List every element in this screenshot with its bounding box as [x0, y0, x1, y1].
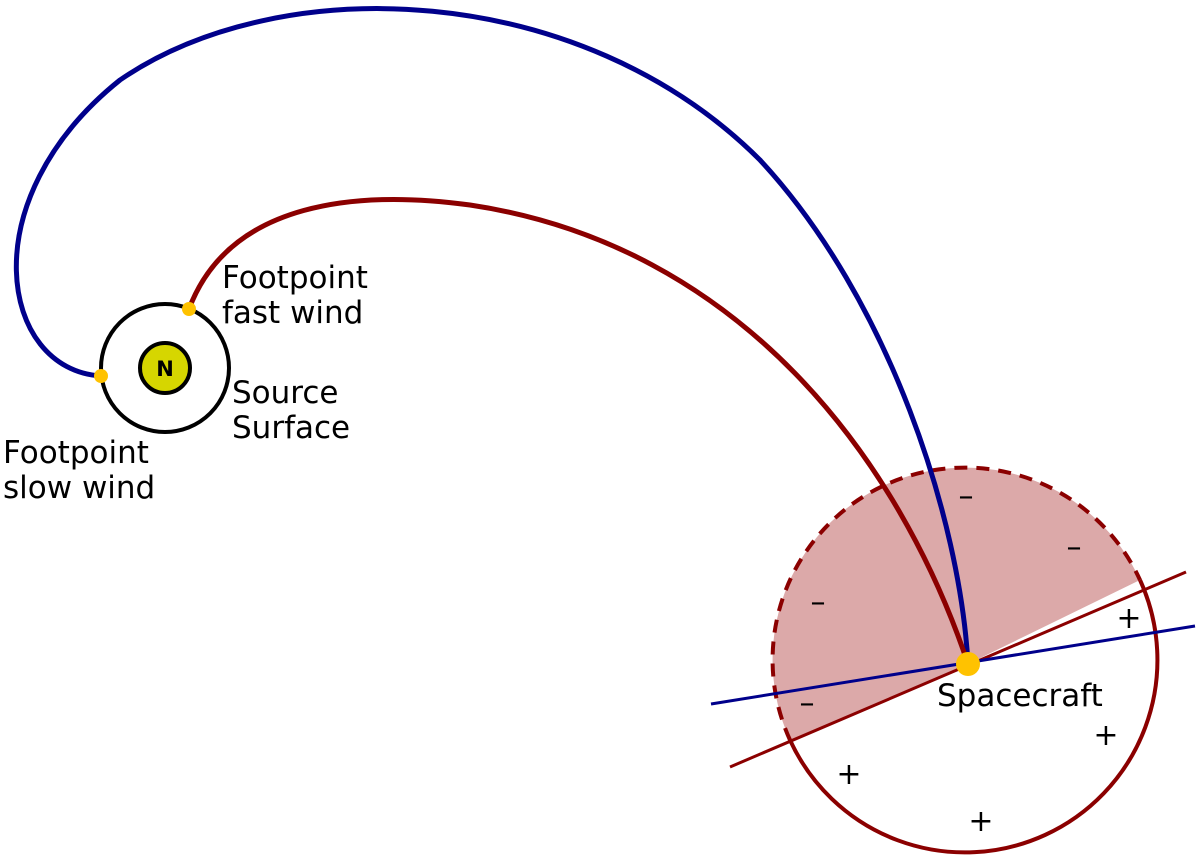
sun-icon — [138, 341, 192, 395]
minus-sign: – — [811, 585, 826, 620]
footpoint-fast-label: Footpoint fast wind — [222, 260, 378, 331]
plus-sign: + — [968, 804, 993, 839]
source-surface-label-line2: Surface — [232, 410, 350, 446]
slow-wind-tangent-line — [710, 624, 1196, 706]
plus-sign: + — [1093, 718, 1118, 753]
footpoint-fast-label-line2: fast wind — [222, 295, 363, 331]
source-surface-label: Source Surface — [232, 375, 350, 446]
source-surface-label-line1: Source — [232, 375, 338, 411]
footpoint-fast-label-line1: Footpoint — [222, 260, 368, 296]
minus-sign: – — [1067, 530, 1082, 565]
footpoint-slow-label: Footpoint slow wind — [3, 435, 159, 506]
spacecraft-circle-dashed — [770, 465, 1142, 741]
footpoint-slow-marker — [94, 369, 108, 383]
source-surface-circle — [99, 302, 231, 434]
footpoint-slow-label-line2: slow wind — [3, 470, 155, 506]
plus-sign: + — [1116, 601, 1141, 636]
negative-region — [772, 467, 1140, 740]
minus-sign: – — [800, 686, 815, 721]
fast-wind-field-line — [186, 197, 971, 665]
spacecraft-label: Spacecraft — [937, 678, 1103, 714]
sun-label: N — [156, 357, 174, 381]
slow-wind-field-line — [13, 6, 971, 665]
plus-sign: + — [836, 757, 861, 792]
spacecraft-circle-solid — [788, 579, 1160, 855]
footpoint-fast-marker — [182, 302, 196, 316]
minus-sign: – — [959, 479, 974, 514]
spacecraft-marker — [956, 652, 980, 676]
footpoint-slow-label-line1: Footpoint — [3, 435, 149, 471]
